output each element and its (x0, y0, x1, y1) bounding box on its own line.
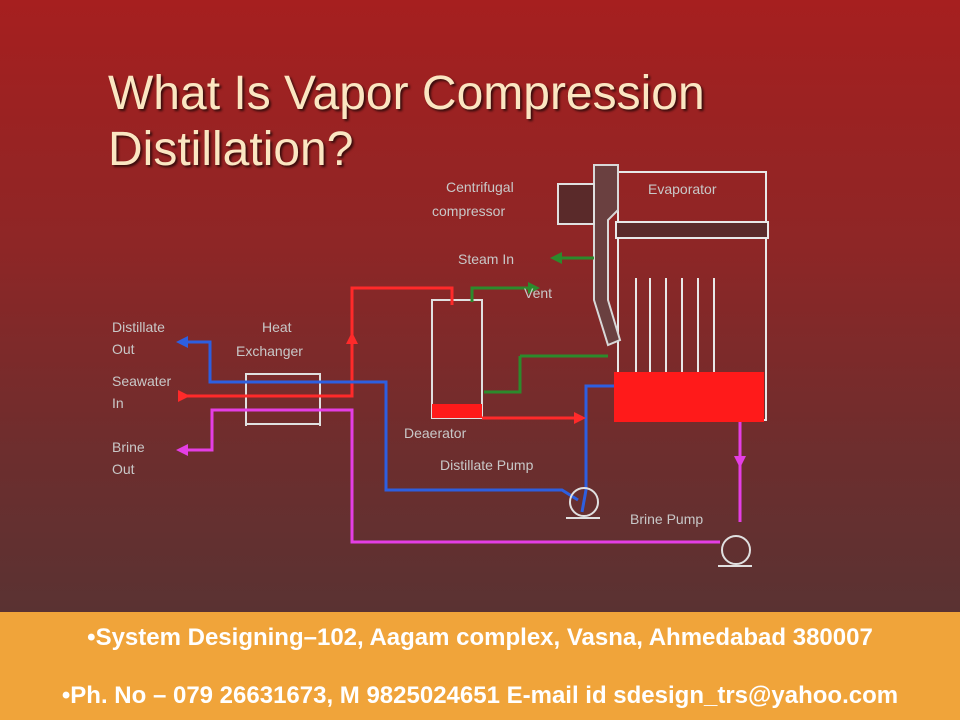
deaerator-vessel (431, 299, 483, 419)
label-centrifugal-1: Centrifugal (446, 179, 514, 195)
label-seawater-2: In (112, 395, 124, 411)
brine-pump (718, 535, 752, 567)
label-heat-1: Heat (262, 319, 292, 335)
evaporator-brine-pool (614, 372, 764, 422)
label-distillate-out-2: Out (112, 341, 135, 357)
deaerator-water (432, 404, 482, 418)
label-vent: Vent (524, 285, 552, 301)
slide-background (0, 0, 960, 612)
label-centrifugal-2: compressor (432, 203, 505, 219)
label-steam-in: Steam In (458, 251, 514, 267)
distillate-pump (566, 487, 600, 519)
slide-title: What Is Vapor Compression Distillation? (108, 66, 868, 178)
title-line-2: Distillation? (108, 123, 354, 176)
footer-address: •System Designing–102, Aagam complex, Va… (87, 624, 873, 651)
label-brine-out-1: Brine (112, 439, 145, 455)
label-heat-2: Exchanger (236, 343, 303, 359)
contact-footer (0, 612, 960, 720)
steam-line (470, 256, 608, 394)
title-line-1: What Is Vapor Compression (108, 67, 705, 120)
vapor-compression-diagram: Centrifugal compressor Evaporator Steam … (112, 164, 769, 567)
label-deaerator: Deaerator (404, 425, 467, 441)
flow-arrows (176, 252, 746, 468)
label-distillate-pump: Distillate Pump (440, 457, 534, 473)
seawater-line (180, 286, 578, 420)
centrifugal-compressor (557, 183, 595, 225)
distillate-line (186, 340, 614, 513)
brine-line (182, 408, 742, 544)
label-evaporator: Evaporator (648, 181, 717, 197)
footer-contact: •Ph. No – 079 26631673, M 9825024651 E-m… (61, 682, 899, 709)
vapor-duct (593, 164, 622, 347)
label-brine-out-2: Out (112, 461, 135, 477)
label-seawater-1: Seawater (112, 373, 171, 389)
label-distillate-out-1: Distillate (112, 319, 165, 335)
label-brine-pump: Brine Pump (630, 511, 703, 527)
